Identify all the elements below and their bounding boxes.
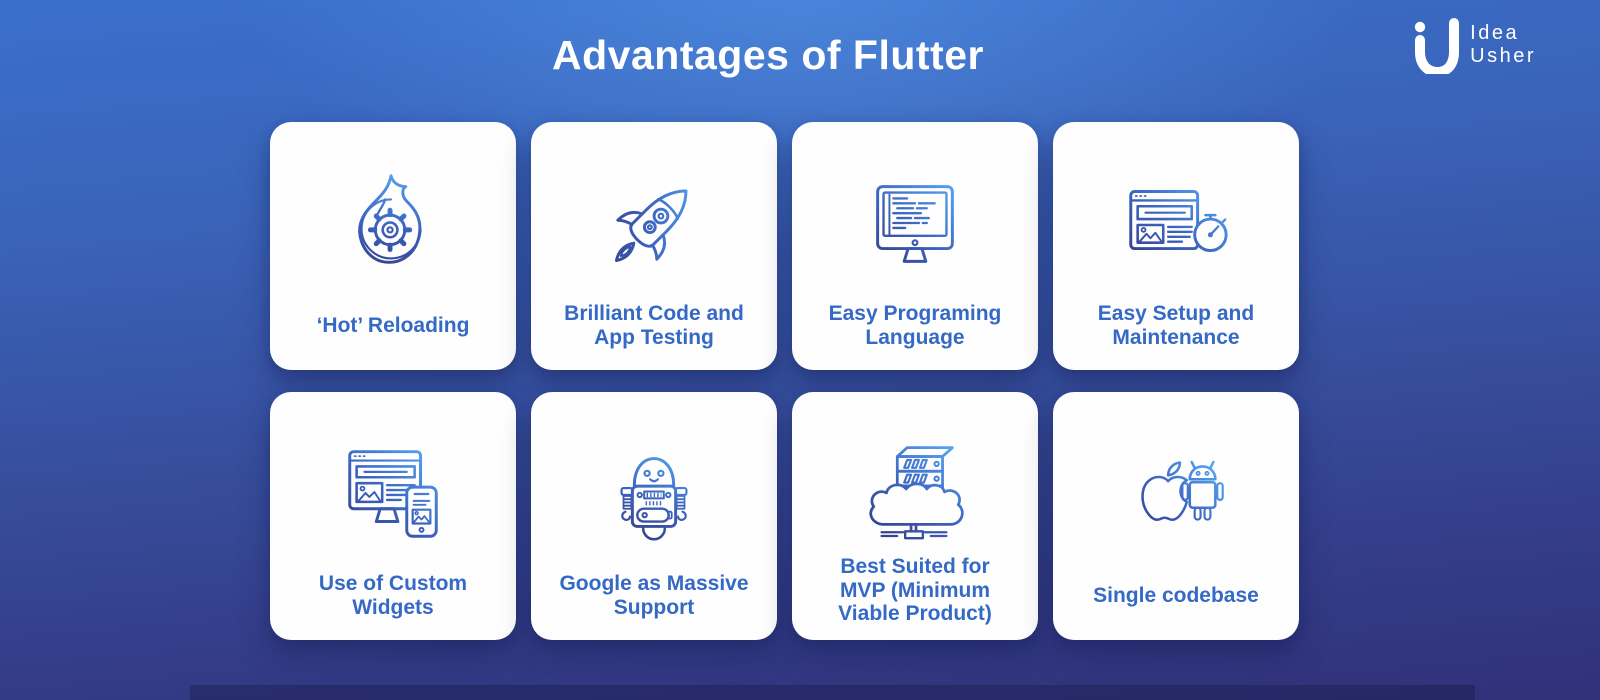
card-label: Easy Programing Language — [828, 302, 1002, 349]
bottom-edge-band — [190, 685, 1475, 700]
robot-icon — [531, 420, 777, 566]
flame-gear-icon — [270, 150, 516, 296]
card-label: Google as Massive Support — [559, 572, 749, 619]
card-easy-setup: Easy Setup and Maintenance — [1053, 122, 1299, 370]
card-single-codebase: Single codebase — [1053, 392, 1299, 640]
card-label: Easy Setup and Maintenance — [1097, 302, 1255, 349]
idea-usher-logo-mark-icon — [1409, 16, 1461, 74]
idea-usher-logo: Idea Usher — [1409, 16, 1536, 74]
card-label: Brilliant Code and App Testing — [564, 302, 744, 349]
card-google-support: Google as Massive Support — [531, 392, 777, 640]
card-label: Best Suited for MVP (Minimum Viable Prod… — [838, 555, 992, 626]
card-label: ‘Hot’ Reloading — [316, 314, 470, 338]
responsive-devices-icon — [270, 420, 516, 566]
logo-word-usher: Usher — [1470, 45, 1536, 67]
card-label: Single codebase — [1093, 584, 1259, 608]
advantages-grid: ‘Hot’ Reloading — [270, 122, 1299, 640]
card-hot-reloading: ‘Hot’ Reloading — [270, 122, 516, 370]
server-cloud-icon — [792, 420, 1038, 555]
page-title: Advantages of Flutter — [552, 32, 984, 78]
rocket-icon — [531, 150, 777, 296]
card-label: Use of Custom Widgets — [318, 572, 468, 619]
card-custom-widgets: Use of Custom Widgets — [270, 392, 516, 640]
monitor-code-icon — [792, 150, 1038, 296]
card-brilliant-code: Brilliant Code and App Testing — [531, 122, 777, 370]
browser-stopwatch-icon — [1053, 150, 1299, 296]
idea-usher-logo-text: Idea Usher — [1470, 23, 1536, 67]
card-easy-programming: Easy Programing Language — [792, 122, 1038, 370]
card-mvp: Best Suited for MVP (Minimum Viable Prod… — [792, 392, 1038, 640]
logo-word-idea: Idea — [1470, 22, 1520, 44]
apple-android-icon — [1053, 420, 1299, 566]
